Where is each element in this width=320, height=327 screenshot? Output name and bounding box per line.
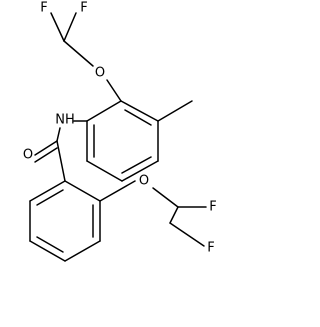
ring2-bond — [29, 240, 66, 262]
bond-c-o-double-2 — [34, 147, 58, 163]
bond-ring2-o — [99, 180, 136, 202]
atom-f-top-right: F — [80, 1, 87, 16]
atom-o-lower-ether: O — [139, 174, 149, 189]
atom-o-carbonyl: O — [23, 148, 33, 163]
molecule-structure-diagram: F F O NH O O F F — [0, 0, 235, 327]
ring1-bond — [120, 100, 159, 122]
bond-ch-f-lower — [169, 206, 179, 224]
ring1-inner-bond — [121, 156, 152, 174]
ring2-inner-bond — [36, 236, 64, 253]
atom-f-lower-bottom: F — [207, 241, 214, 256]
ring2-inner-bond — [36, 189, 64, 206]
ring2-bond — [29, 180, 66, 202]
bond-ch-f — [63, 12, 77, 42]
ring1-bond — [121, 160, 159, 182]
atom-o-upper-ether: O — [95, 66, 105, 81]
bond-o-ch — [152, 187, 179, 208]
background — [0, 0, 235, 327]
ring1-bond — [86, 160, 123, 182]
bond-methyl — [157, 100, 193, 122]
bond-f-ch — [50, 12, 65, 42]
bond-o-ring — [106, 79, 122, 102]
atom-f-lower-top: F — [209, 200, 216, 215]
bond-ch-o — [63, 40, 94, 67]
bond-lines — [29, 12, 207, 262]
bond-ch-f-lower-2 — [169, 222, 205, 247]
ring1-bond — [86, 100, 122, 122]
atom-nh-amide: NH — [55, 113, 75, 128]
atom-labels: F F O NH O O F F — [23, 1, 217, 256]
bond-c-ring2 — [56, 140, 66, 182]
ring2-bond — [64, 180, 101, 202]
bond-n-c — [56, 127, 61, 142]
bond-c-o-double-1 — [34, 140, 58, 156]
ring2-bond — [64, 240, 101, 262]
atom-f-top-left: F — [40, 1, 47, 16]
ring1-inner-bond — [124, 109, 152, 126]
